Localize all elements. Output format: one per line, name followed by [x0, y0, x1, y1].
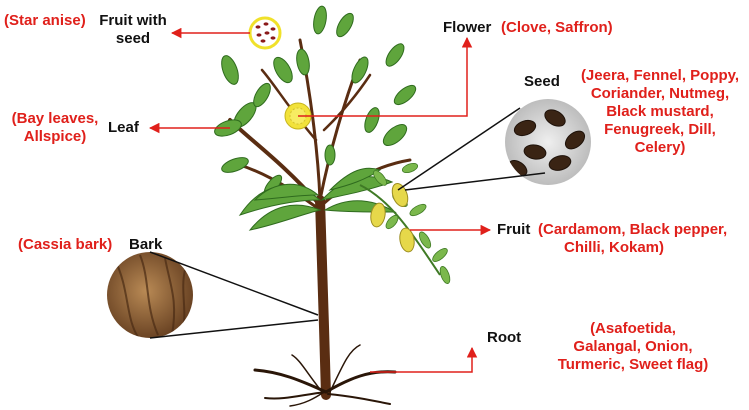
seed-example-line: Fenugreek, Dill,	[604, 121, 716, 138]
fruit-with-seed-label: Fruit with seed	[93, 12, 173, 48]
fruit-with-seed-label-line2: seed	[115, 30, 151, 47]
arrow-flower	[298, 36, 473, 117]
root-label: Root	[487, 329, 522, 346]
bark-label: Bark	[129, 236, 163, 253]
seed-example-line: Coriander, Nutmeg,	[590, 85, 730, 102]
seed-connector-bottom	[404, 172, 546, 191]
fruit-example-line1: (Cardamom, Black pepper,	[538, 221, 728, 238]
root-example-line: (Asafoetida,	[590, 320, 676, 337]
bark-example: (Cassia bark)	[18, 236, 113, 253]
bark-connector-top	[149, 251, 319, 316]
seed-label: Seed	[524, 73, 560, 90]
root-example-line: Galangal, Onion,	[573, 338, 693, 355]
root-examples: (Asafoetida, Galangal, Onion, Turmeric, …	[548, 320, 718, 374]
fruit-example: (Cardamom, Black pepper, Chilli, Kokam)	[538, 221, 727, 257]
flower-example: (Clove, Saffron)	[501, 19, 613, 36]
seed-example-line: Celery)	[634, 139, 686, 156]
seed-image	[505, 99, 591, 185]
seed-example-line: (Jeera, Fennel, Poppy,	[580, 67, 740, 84]
leaf-example-line1: (Bay leaves,	[11, 110, 99, 127]
fruit-label: Fruit	[497, 221, 531, 238]
seed-examples: (Jeera, Fennel, Poppy, Coriander, Nutmeg…	[574, 67, 746, 157]
arrows	[148, 27, 492, 373]
leaves	[214, 5, 417, 231]
bark-connector-bottom	[149, 319, 319, 339]
fruit-with-seed-example: (Star anise)	[4, 12, 86, 29]
fruit-with-seed-label-line1: Fruit with	[99, 12, 167, 29]
seed-example-line: Black mustard,	[606, 103, 714, 120]
leaf-label: Leaf	[108, 119, 139, 136]
bark-image	[107, 252, 193, 338]
arrow-root	[370, 346, 478, 373]
fruit-branch	[359, 162, 451, 284]
roots	[253, 344, 397, 407]
root-example-line: Turmeric, Sweet flag)	[557, 356, 709, 373]
leaf-example-line2: Allspice)	[23, 128, 87, 145]
fruit-example-line2: Chilli, Kokam)	[564, 239, 665, 256]
fruit-with-seed-icon	[248, 16, 282, 50]
leaf-example: (Bay leaves, Allspice)	[4, 110, 106, 146]
seed-connector-top	[397, 107, 521, 191]
flower-label: Flower	[443, 19, 492, 36]
